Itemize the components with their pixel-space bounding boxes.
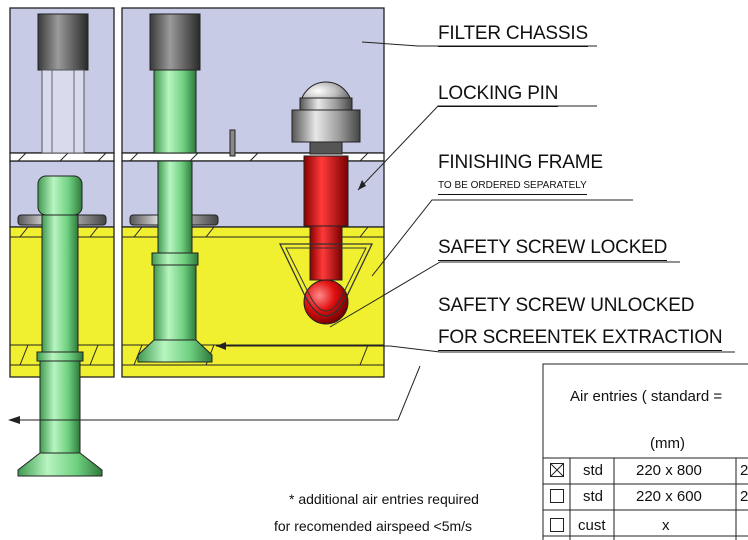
label-finishing-frame: FINISHING FRAME bbox=[438, 152, 603, 173]
row-3-type: cust bbox=[578, 517, 606, 534]
row-2-extra: 2 bbox=[740, 488, 748, 505]
label-finishing-frame-note: TO BE ORDERED SEPARATELY bbox=[438, 181, 587, 195]
row-2-type: std bbox=[583, 488, 604, 505]
right-panel bbox=[121, 7, 385, 378]
row-3-size: x bbox=[662, 517, 670, 534]
table-unit: (mm) bbox=[650, 435, 685, 452]
row-2-size: 220 x 600 bbox=[636, 488, 702, 505]
label-screentek-extraction: FOR SCREENTEK EXTRACTION bbox=[438, 328, 723, 351]
table-header: Air entries ( standard = bbox=[570, 388, 723, 405]
row-1-checkbox[interactable] bbox=[550, 463, 564, 477]
check-x-icon bbox=[550, 463, 564, 477]
note-line-2: for recomended airspeed <5m/s bbox=[274, 518, 473, 534]
label-safety-screw-locked: SAFETY SCREW LOCKED bbox=[438, 238, 667, 261]
arrow-heads bbox=[8, 180, 366, 424]
air-entries-table-grid bbox=[542, 363, 748, 540]
row-1-size: 220 x 800 bbox=[636, 462, 702, 479]
note-line-1: * additional air entries required bbox=[289, 491, 479, 507]
label-safety-screw-unlocked: SAFETY SCREW UNLOCKED bbox=[438, 295, 695, 316]
label-filter-chassis: FILTER CHASSIS bbox=[438, 24, 588, 47]
row-1-extra: 2 bbox=[740, 462, 748, 479]
row-2-checkbox[interactable] bbox=[550, 489, 564, 503]
row-1-type: std bbox=[583, 462, 604, 479]
label-locking-pin: LOCKING PIN bbox=[438, 84, 558, 107]
left-panel bbox=[9, 7, 115, 477]
row-3-checkbox[interactable] bbox=[550, 518, 564, 532]
